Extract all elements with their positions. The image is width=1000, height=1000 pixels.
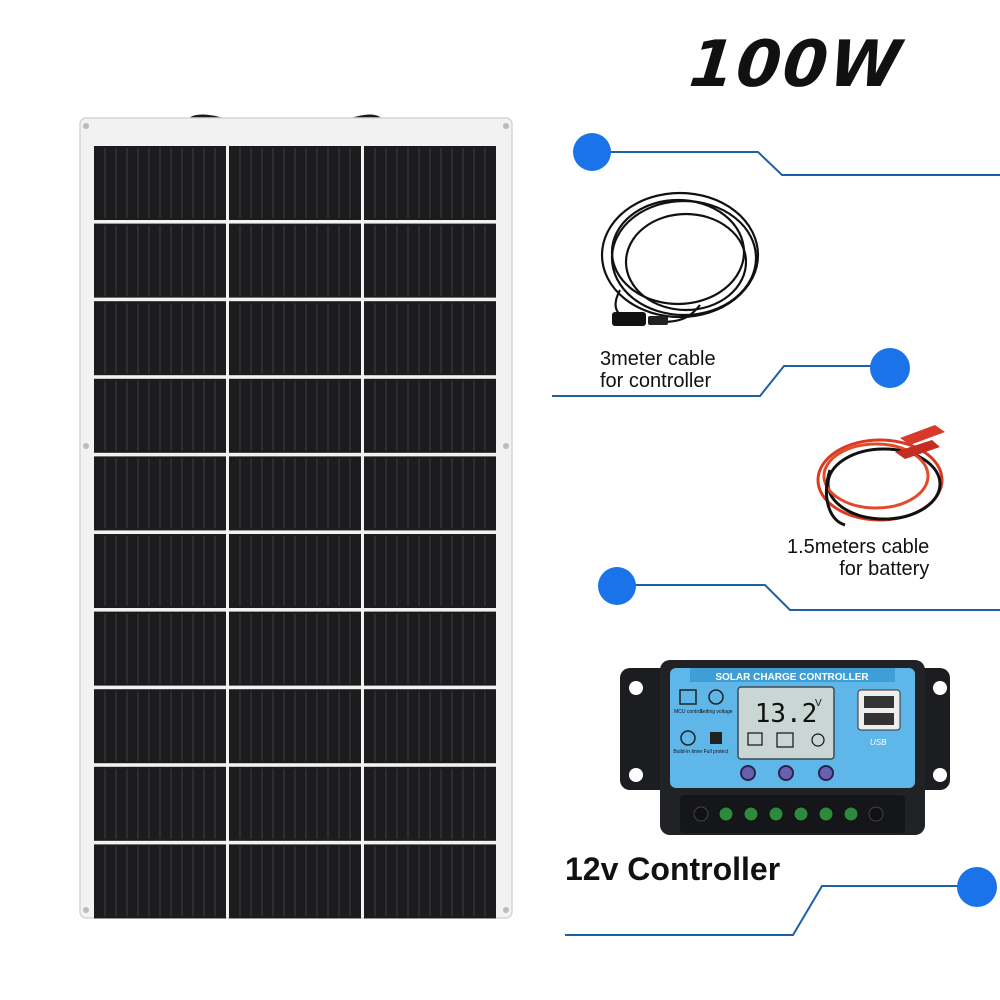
mc4-connector: [612, 312, 646, 326]
callout-dot-controller-cable: [870, 348, 910, 388]
lcd-unit: V: [815, 698, 822, 709]
icon-label: Setting voltage: [699, 709, 732, 715]
menu-button: [740, 765, 756, 781]
callout-dot-battery-cable: [598, 567, 636, 605]
lcd-reading: 13.2: [755, 699, 818, 729]
controller-header-text: SOLAR CHARGE CONTROLLER: [715, 672, 869, 683]
callout-dot-controller: [957, 867, 997, 907]
icon-label: Full protect: [704, 749, 729, 755]
controller-cable-label-line1: 3meter cable: [600, 348, 716, 370]
icon-label: MCU control: [674, 709, 702, 715]
red-clamp: [900, 425, 945, 445]
callout-line-top: [590, 151, 1000, 176]
battery-cable-label-line1: 1.5meters cable: [787, 536, 930, 558]
icon-label: Build-in timer: [673, 749, 703, 755]
controller-cable-label-line2: for controller: [600, 370, 712, 392]
solar-cells: [94, 146, 496, 919]
callout-line-battery-cable: [615, 584, 1000, 611]
callout-line-controller-cable: [552, 365, 890, 397]
callout-dot-top: [573, 133, 611, 171]
usb-label: USB: [870, 738, 887, 747]
controller-label: 12v Controller: [565, 851, 781, 887]
up-button: [778, 765, 794, 781]
controller-cable-label: 3meter cable for controller: [600, 348, 716, 392]
down-button: [818, 765, 834, 781]
battery-cable-label: 1.5meters cable for battery: [787, 536, 929, 580]
battery-cable-label-line2: for battery: [839, 558, 930, 580]
callout-line-controller: [565, 885, 975, 936]
